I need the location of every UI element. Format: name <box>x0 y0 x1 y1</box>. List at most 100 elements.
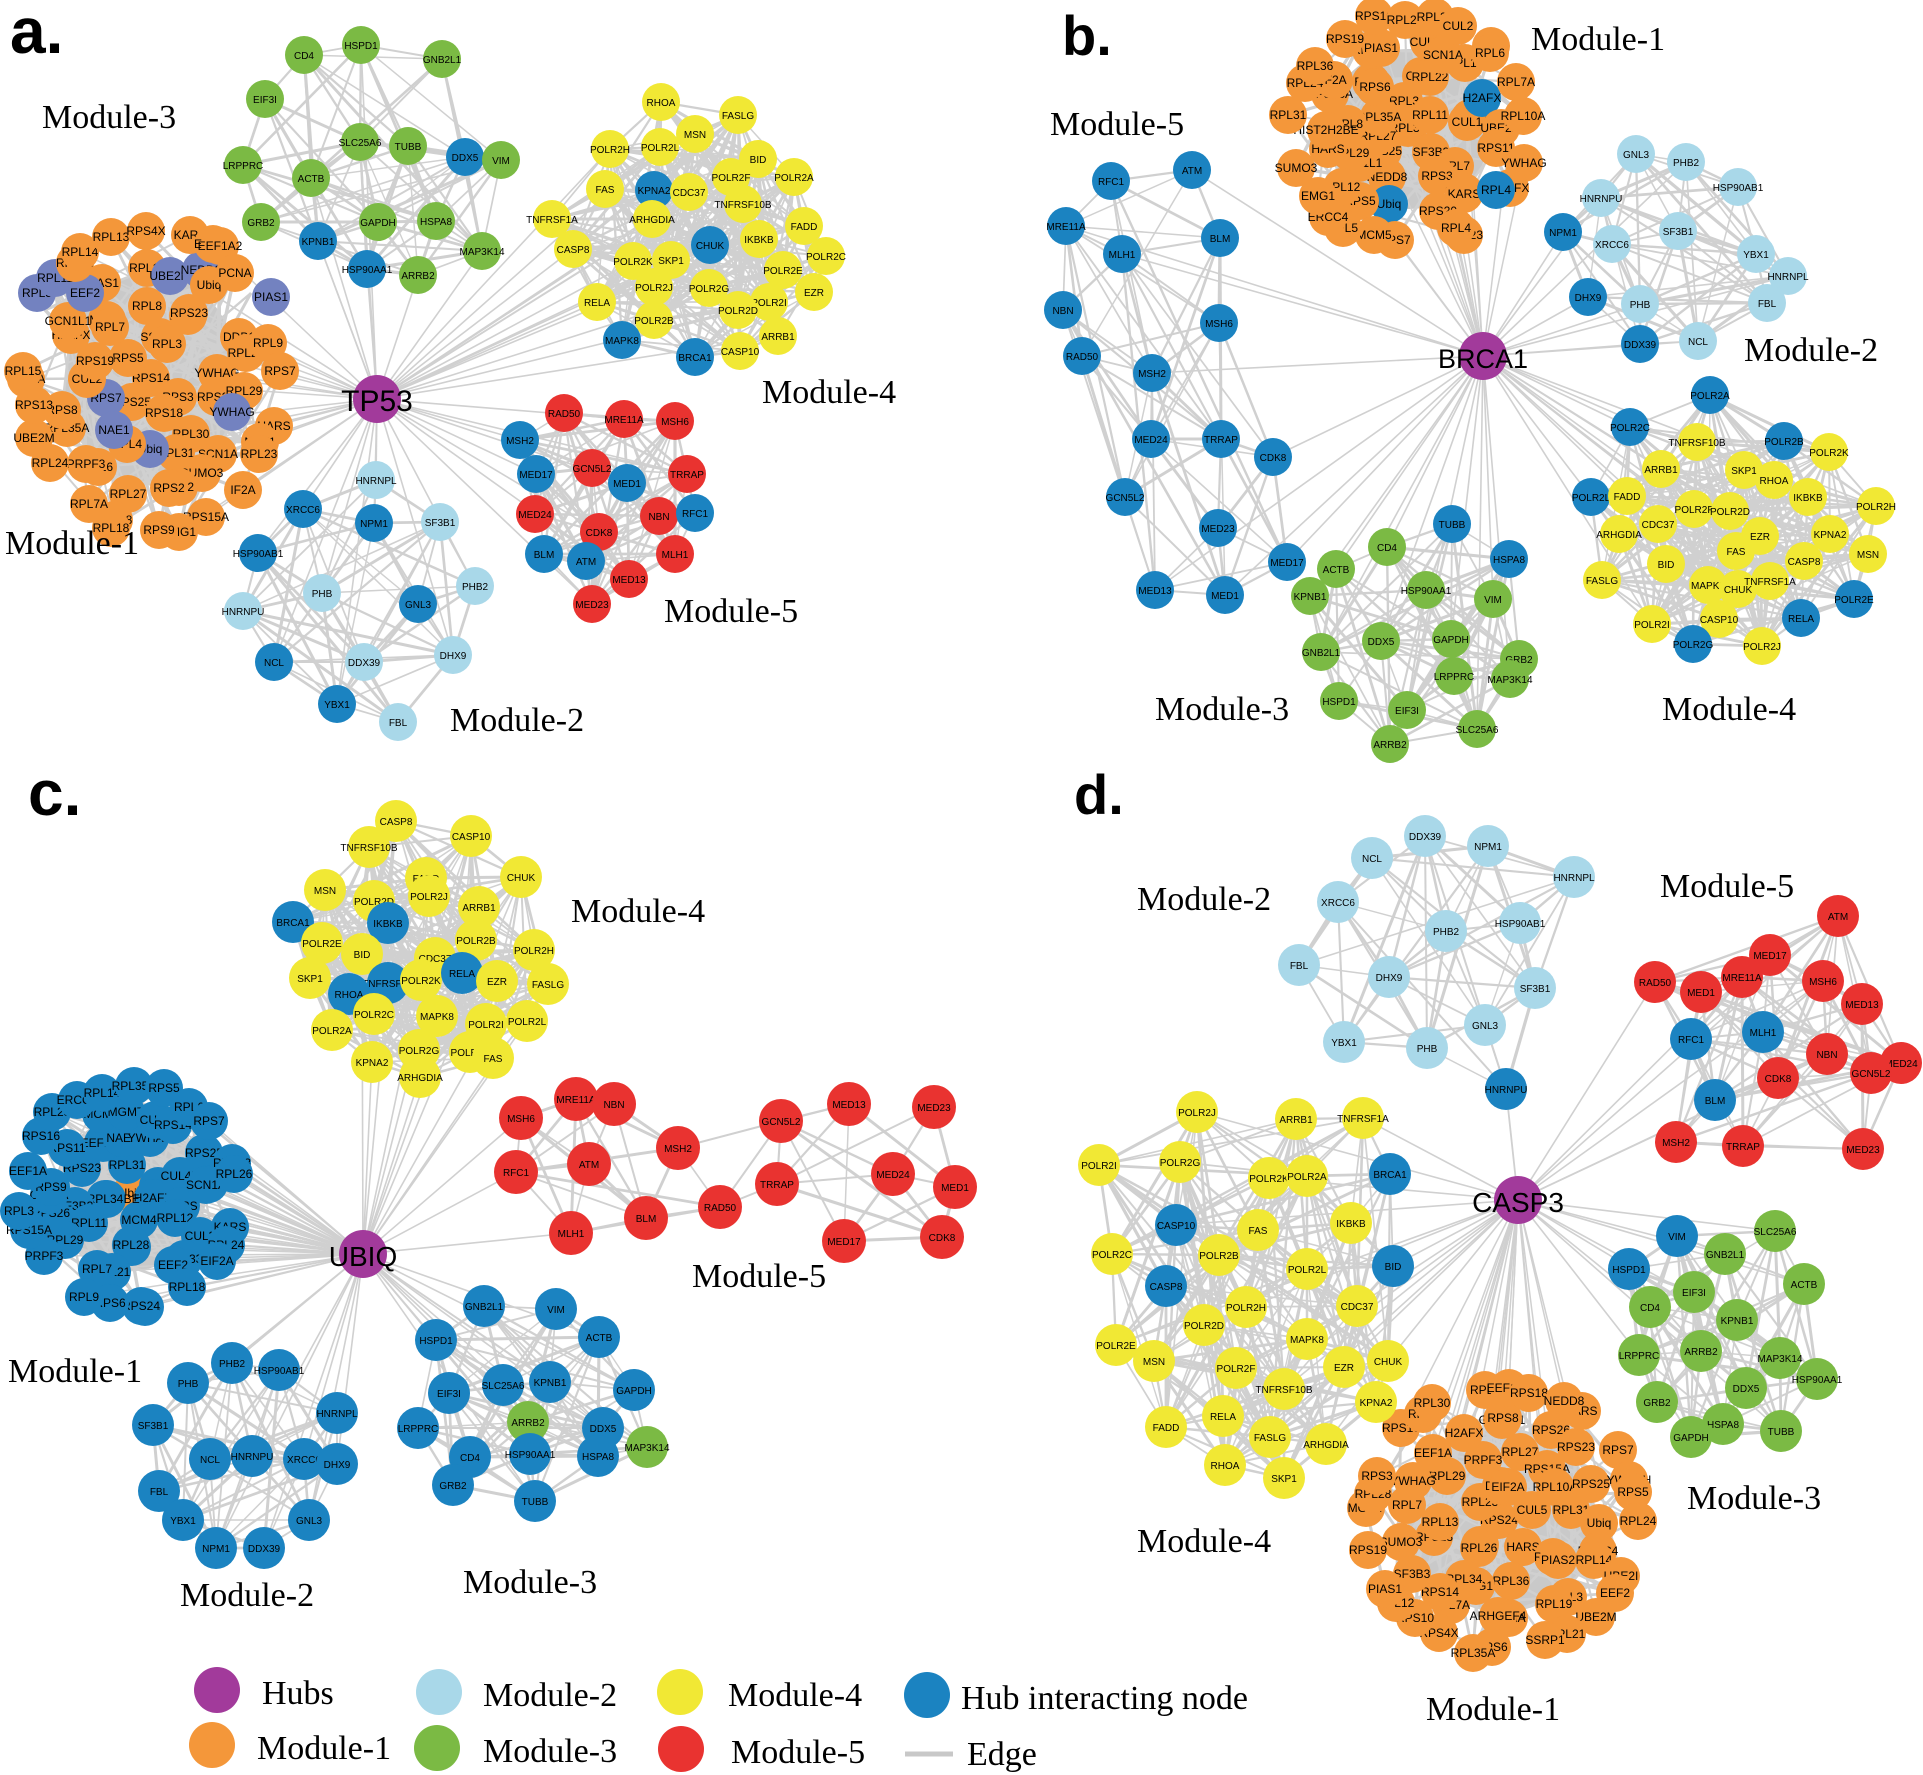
svg-text:RELA: RELA <box>449 969 475 980</box>
svg-text:RPL36: RPL36 <box>1493 1574 1530 1588</box>
svg-text:YBX1: YBX1 <box>1743 250 1769 261</box>
svg-text:Hubs: Hubs <box>262 1675 334 1712</box>
svg-text:b.: b. <box>1062 4 1112 67</box>
svg-text:DHX9: DHX9 <box>1575 293 1602 304</box>
svg-text:RPL8: RPL8 <box>132 299 162 313</box>
svg-text:LRPPRC: LRPPRC <box>223 161 264 172</box>
svg-text:POLR2I: POLR2I <box>1634 620 1670 631</box>
svg-text:HSP90AB1: HSP90AB1 <box>254 1366 305 1377</box>
svg-text:CASP10: CASP10 <box>452 832 491 843</box>
svg-text:IKBKB: IKBKB <box>744 235 774 246</box>
svg-text:UBE2M: UBE2M <box>1575 1610 1616 1624</box>
svg-text:EIF3I: EIF3I <box>1395 706 1419 717</box>
svg-text:HSPD1: HSPD1 <box>1322 697 1356 708</box>
svg-text:GCN1L1: GCN1L1 <box>45 314 92 328</box>
svg-text:RPS7: RPS7 <box>264 364 296 378</box>
svg-text:Module-3: Module-3 <box>483 1733 617 1770</box>
svg-text:ACTB: ACTB <box>1791 1280 1818 1291</box>
svg-text:RPL7: RPL7 <box>95 320 125 334</box>
svg-text:SLC25A6: SLC25A6 <box>482 1381 525 1392</box>
svg-text:POLR2A: POLR2A <box>1287 1172 1327 1183</box>
svg-text:EEF2: EEF2 <box>1600 1586 1630 1600</box>
svg-text:SF3B3: SF3B3 <box>1394 1567 1431 1581</box>
svg-text:EIF3I: EIF3I <box>1682 1288 1706 1299</box>
svg-text:RPS9: RPS9 <box>143 523 175 537</box>
svg-text:Module-3: Module-3 <box>42 99 176 136</box>
svg-text:CASP8: CASP8 <box>380 817 413 828</box>
svg-text:Module-4: Module-4 <box>571 893 705 930</box>
svg-text:HSP90AB1: HSP90AB1 <box>233 549 284 560</box>
svg-text:MSN: MSN <box>314 886 336 897</box>
svg-text:CHUK: CHUK <box>1724 585 1753 596</box>
svg-text:LRPPRC: LRPPRC <box>398 1424 439 1435</box>
svg-text:GCN5L2: GCN5L2 <box>573 464 612 475</box>
svg-text:RPS2: RPS2 <box>153 481 185 495</box>
svg-text:FASLG: FASLG <box>532 980 564 991</box>
svg-text:GNB2L1: GNB2L1 <box>465 1302 504 1313</box>
svg-text:RPS10: RPS10 <box>1355 9 1393 23</box>
svg-text:TUBB: TUBB <box>1439 520 1466 531</box>
svg-text:IF2A: IF2A <box>230 483 255 497</box>
svg-text:EEF2: EEF2 <box>158 1258 188 1272</box>
svg-text:RELA: RELA <box>1788 614 1814 625</box>
svg-text:CDK8: CDK8 <box>1260 453 1287 464</box>
svg-text:MED24: MED24 <box>876 1170 910 1181</box>
svg-text:MSH2: MSH2 <box>506 436 534 447</box>
svg-text:HNRNPU: HNRNPU <box>1485 1085 1528 1096</box>
svg-text:d.: d. <box>1074 763 1124 826</box>
svg-text:KPNB1: KPNB1 <box>534 1378 567 1389</box>
svg-text:RFC1: RFC1 <box>1098 177 1125 188</box>
svg-text:BLM: BLM <box>1210 234 1231 245</box>
svg-text:RPS3: RPS3 <box>1361 1469 1393 1483</box>
svg-text:RPL3: RPL3 <box>1389 94 1419 108</box>
svg-text:RPL3: RPL3 <box>4 1204 34 1218</box>
svg-text:RPS11: RPS11 <box>1477 141 1514 155</box>
svg-text:HNRNPL: HNRNPL <box>1767 272 1809 283</box>
svg-text:POLR2F: POLR2F <box>1217 1364 1256 1375</box>
svg-text:RPS7: RPS7 <box>90 391 122 405</box>
svg-text:POLR2K: POLR2K <box>613 257 653 268</box>
svg-text:GAPDH: GAPDH <box>616 1386 652 1397</box>
svg-text:RPL13: RPL13 <box>1422 1515 1459 1529</box>
svg-text:RPS25: RPS25 <box>185 1146 223 1160</box>
svg-text:RFC1: RFC1 <box>682 509 709 520</box>
svg-text:RFC1: RFC1 <box>1678 1035 1705 1046</box>
svg-text:KPNA2: KPNA2 <box>356 1058 389 1069</box>
svg-text:GAPDH: GAPDH <box>360 218 396 229</box>
svg-text:RPL35A: RPL35A <box>1357 110 1402 124</box>
svg-text:SUMO3: SUMO3 <box>1380 1535 1423 1549</box>
svg-text:HNRNPU: HNRNPU <box>231 1452 274 1463</box>
svg-text:MRE11A: MRE11A <box>1722 973 1762 984</box>
svg-text:CD4: CD4 <box>294 51 314 62</box>
svg-text:RPL35A: RPL35A <box>1451 1646 1496 1660</box>
svg-text:RPL14: RPL14 <box>84 1086 121 1100</box>
svg-text:RPL36: RPL36 <box>1297 59 1334 73</box>
svg-text:CUL5: CUL5 <box>1517 1503 1548 1517</box>
svg-text:RPL14: RPL14 <box>62 245 99 259</box>
svg-text:Module-1: Module-1 <box>8 1353 142 1390</box>
svg-text:PIAS1: PIAS1 <box>1368 1582 1402 1596</box>
svg-text:RAD50: RAD50 <box>548 409 581 420</box>
svg-text:MED17: MED17 <box>1270 558 1304 569</box>
svg-text:MSH6: MSH6 <box>507 1114 535 1125</box>
svg-text:MAPK8: MAPK8 <box>420 1012 454 1023</box>
svg-text:RPL31: RPL31 <box>109 1158 146 1172</box>
svg-text:Module-2: Module-2 <box>450 702 584 739</box>
svg-text:RHOA: RHOA <box>335 990 364 1001</box>
svg-text:SLC25A6: SLC25A6 <box>1754 1227 1797 1238</box>
svg-text:BLM: BLM <box>636 1214 657 1225</box>
svg-text:RPS18: RPS18 <box>145 406 183 420</box>
svg-text:HSPA8: HSPA8 <box>420 217 452 228</box>
svg-text:YBX1: YBX1 <box>1331 1038 1357 1049</box>
svg-text:PHB: PHB <box>1630 300 1651 311</box>
svg-text:TNFRSF1A: TNFRSF1A <box>362 979 414 990</box>
svg-text:EZR: EZR <box>1750 532 1770 543</box>
svg-text:RPL24: RPL24 <box>32 456 69 470</box>
svg-text:PIAS2: PIAS2 <box>1541 1553 1575 1567</box>
svg-text:MED1: MED1 <box>1687 988 1715 999</box>
svg-text:MAPK8: MAPK8 <box>1691 581 1725 592</box>
svg-text:ARHGDIA: ARHGDIA <box>1596 530 1642 541</box>
svg-text:Module-4: Module-4 <box>1137 1523 1271 1560</box>
svg-text:HSP90AB1: HSP90AB1 <box>1713 183 1764 194</box>
svg-text:POLR2L: POLR2L <box>1572 493 1611 504</box>
